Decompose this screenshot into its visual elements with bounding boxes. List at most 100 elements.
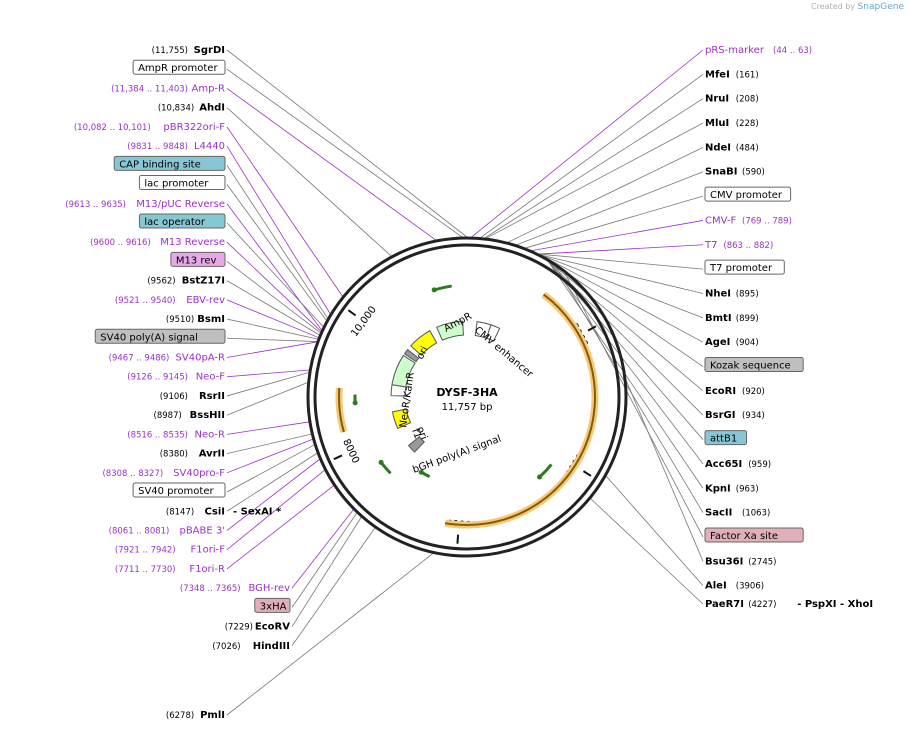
label-cmv-enhancer: CMV enhancer [472, 325, 535, 381]
label-m13r[interactable]: M13 Reverse(9600 .. 9616) [90, 237, 225, 248]
leader-line [291, 509, 354, 589]
label-pmli[interactable]: PmlI(6278) [166, 710, 225, 721]
label-cmvf[interactable]: CMV-F(769 .. 789) [705, 215, 792, 226]
label-position: (8516 .. 8535) [127, 430, 188, 440]
label-name: lac operator [144, 217, 205, 228]
label-ampr-prom[interactable]: AmpR promoter [132, 59, 226, 75]
feature-neor-kanr[interactable] [391, 354, 416, 388]
label-position: (7026) [212, 642, 240, 652]
feature-arrows [390, 320, 501, 453]
label-kpni[interactable]: KpnI(963) [705, 483, 759, 494]
label-mfei[interactable]: MfeI(161) [705, 69, 759, 80]
label-factorxa[interactable]: Factor Xa site [704, 527, 804, 543]
label-cap[interactable]: CAP binding site [113, 155, 226, 171]
label-sv40par[interactable]: SV40pA-R(9467 .. 9486) [109, 353, 225, 364]
leader-line [226, 469, 325, 550]
label-lacp[interactable]: lac promoter [138, 175, 226, 191]
leader-line [605, 475, 704, 586]
label-position: (899) [736, 314, 759, 324]
label-neor[interactable]: Neo-R(8516 .. 8535) [127, 429, 225, 440]
label-kozak[interactable]: Kozak sequence [704, 357, 804, 373]
label-box [704, 186, 792, 202]
label-pbr322[interactable]: pBR322ori-F(10,082 .. 10,101) [74, 122, 225, 133]
label-bmti[interactable]: BmtI(899) [705, 313, 759, 324]
label-paer7i[interactable]: PaeR7I(4227)- PspXI - XhoI [705, 599, 873, 610]
feature-f1-ori[interactable] [391, 408, 412, 430]
label-neof[interactable]: Neo-F(9126 .. 9145) [127, 372, 225, 383]
label-name: EcoRI [705, 386, 736, 397]
label-bstz17i[interactable]: BstZ17I(9562) [147, 276, 225, 287]
label-mlui[interactable]: MluI(228) [705, 118, 759, 129]
label-sv40prof[interactable]: SV40pro-F(8308 .. 8327) [102, 468, 225, 479]
label-box [113, 155, 226, 171]
tick-label: 8000 [340, 438, 361, 466]
label-f1: f1 [409, 427, 423, 440]
feature-bgh-poly-a-signal[interactable] [407, 435, 426, 453]
feature-ampr[interactable] [436, 320, 464, 341]
label-position: (9467 .. 9486) [109, 354, 170, 364]
label-ecorv[interactable]: EcoRV(7229) [225, 622, 291, 633]
label-m13rev[interactable]: M13 rev [170, 251, 226, 267]
leader-line [625, 380, 704, 562]
label-sv40pa[interactable]: SV40 poly(A) signal [94, 328, 226, 344]
label-sv40prom[interactable]: SV40 promoter [132, 482, 226, 498]
label-name: CMV promoter [710, 190, 783, 201]
label-bghrev[interactable]: BGH-rev(7348 .. 7365) [180, 583, 290, 594]
feature-cmv-promoter[interactable] [485, 324, 501, 342]
label-name: attB1 [710, 434, 737, 445]
label-sacii[interactable]: SacII(1063) [705, 508, 770, 519]
label-alei[interactable]: AleI(3906) [705, 581, 764, 592]
label-cmvprom[interactable]: CMV promoter [704, 186, 792, 202]
leader-line [226, 372, 310, 397]
label-l4440[interactable]: L4440(9831 .. 9848) [127, 141, 225, 152]
label-acc65i[interactable]: Acc65I(959) [705, 459, 771, 470]
label-nrui[interactable]: NruI(208) [705, 94, 759, 105]
label-ecori[interactable]: EcoRI(920) [705, 386, 765, 397]
label-laco[interactable]: lac operator [138, 213, 226, 229]
label-attb1[interactable]: attB1 [704, 430, 747, 446]
leader-line [226, 299, 319, 338]
label-f1orif[interactable]: F1ori-F(7921 .. 7942) [115, 545, 225, 556]
feature-ori[interactable] [410, 330, 438, 356]
label-ebv[interactable]: EBV-rev(9521 .. 9540) [115, 295, 225, 306]
label-nhei[interactable]: NheI(895) [705, 288, 759, 299]
label-box [94, 328, 226, 344]
label-ori-top: ori [415, 345, 431, 362]
label-ndei[interactable]: NdeI(484) [705, 142, 759, 153]
orf-arc [338, 387, 345, 433]
label-csii[interactable]: CsiI(8147)- SexAI * [166, 506, 282, 517]
label-name: PmlI [200, 710, 225, 721]
label-t7[interactable]: T7(863 .. 882) [704, 240, 773, 251]
leader-line [540, 254, 704, 294]
label-ahdi[interactable]: AhdI(10,834) [158, 103, 225, 114]
label-t7prom[interactable]: T7 promoter [704, 259, 785, 275]
label-bsrgi[interactable]: BsrGI(934) [705, 410, 765, 421]
label-hindiii[interactable]: HindIII(7026) [212, 641, 290, 652]
label-name: M13 rev [176, 255, 217, 266]
label-prs[interactable]: pRS-marker(44 .. 63) [705, 45, 812, 56]
label-position: (9562) [147, 277, 175, 287]
label-m13puc[interactable]: M13/pUC Reverse(9613 .. 9635) [65, 199, 225, 210]
label-avrii[interactable]: AvrII(8380) [160, 449, 225, 460]
leader-line [480, 74, 704, 238]
label-amp-r[interactable]: Amp-R(11,384 .. 11,403) [111, 83, 225, 94]
leader-line [226, 107, 392, 257]
label-bsmi[interactable]: BsmI(9510) [166, 314, 225, 325]
leader-line [226, 165, 329, 319]
label-bsu36i[interactable]: Bsu36I(2745) [705, 556, 776, 567]
direction-arrow [538, 463, 553, 479]
label-box [138, 175, 226, 191]
label-3xha[interactable]: 3xHA [254, 597, 291, 613]
label-rsrii[interactable]: RsrII(9106) [160, 391, 225, 402]
label-bsshii[interactable]: BssHII(8987) [154, 410, 225, 421]
label-agei[interactable]: AgeI(904) [705, 337, 759, 348]
label-name: pRS-marker [705, 45, 765, 56]
label-sgrdi[interactable]: SgrDI(11,755) [152, 45, 225, 56]
label-name: SV40pro-F [173, 468, 225, 479]
label-snabi[interactable]: SnaBI(590) [705, 167, 765, 178]
label-ori-bottom: ori [414, 425, 429, 441]
label-pbabe[interactable]: pBABE 3'(8061 .. 8081) [109, 525, 225, 536]
feature-sv40-poly-a[interactable] [403, 348, 420, 363]
feature-sv40-promoter[interactable] [390, 384, 407, 397]
label-f1orir[interactable]: F1ori-R(7711 .. 7730) [115, 564, 225, 575]
